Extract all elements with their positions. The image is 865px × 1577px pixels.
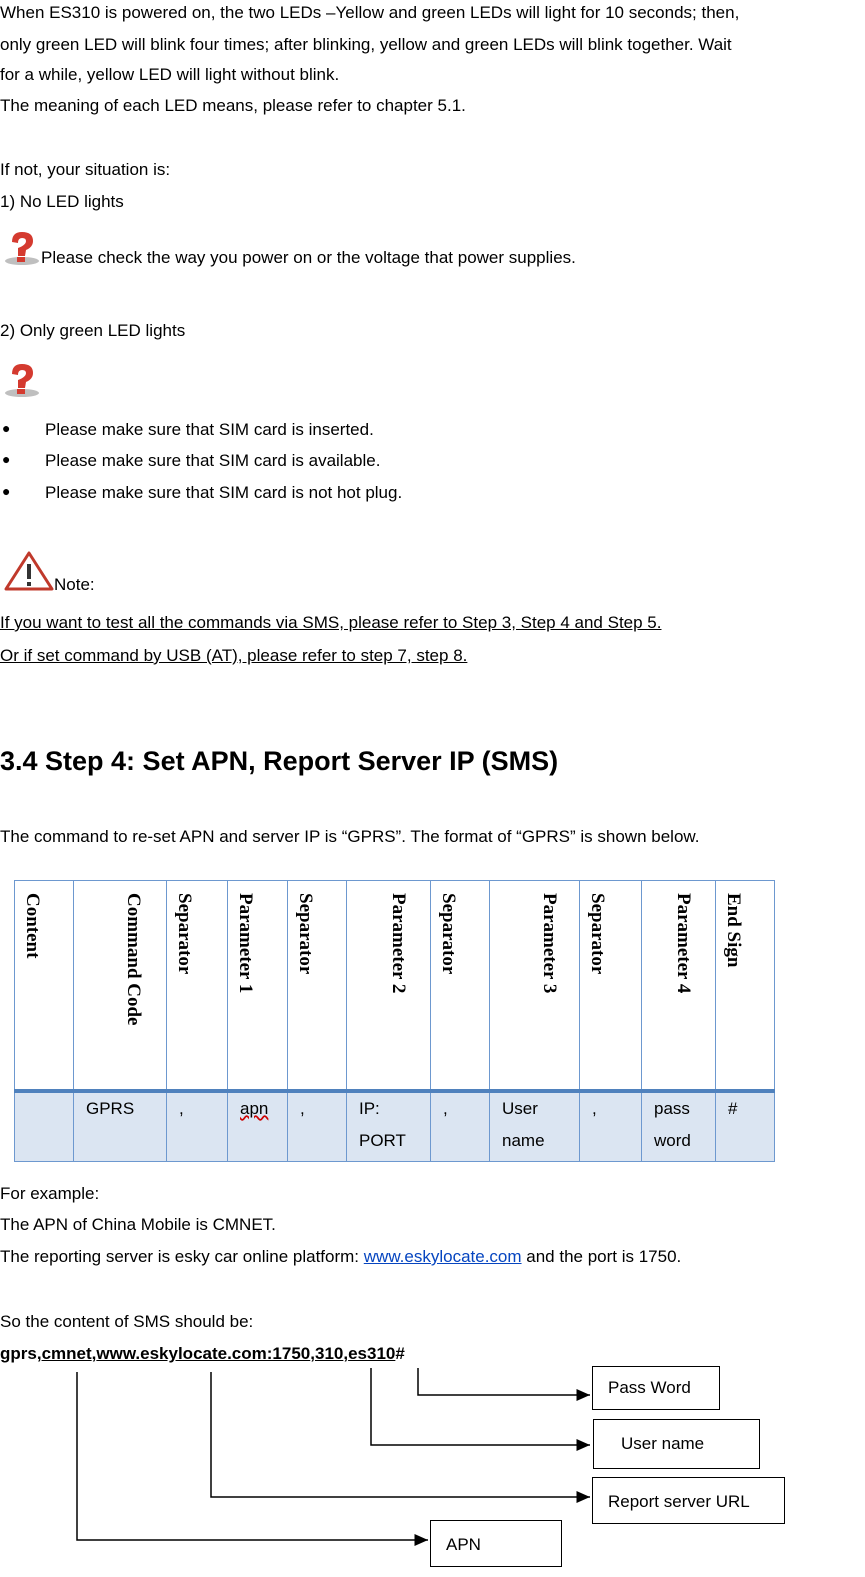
cmd-separator: , (91, 1344, 97, 1363)
eskylocate-link[interactable]: www.eskylocate.com (363, 1247, 522, 1266)
table-header-cell: Separator (287, 880, 347, 1092)
header-parameter-4: Parameter 4 (673, 893, 694, 994)
table-header-cell: Separator (430, 880, 490, 1092)
intro-line-4: The meaning of each LED means, please re… (0, 96, 466, 115)
table-cell: # (715, 1090, 775, 1162)
table-value-row: GPRS , apn , IP: PORT , User name , pass… (14, 1090, 775, 1162)
table-cell (14, 1090, 74, 1162)
question-mark-icon (5, 364, 39, 397)
callout-username-label: User name (621, 1434, 705, 1453)
bullet-icon: ● (2, 483, 11, 499)
header-parameter-3: Parameter 3 (539, 893, 560, 994)
case-2-label: 2) Only green LED lights (0, 321, 186, 340)
sms-command: gprs,cmnet,www.eskylocate.com:1750,310,e… (0, 1343, 405, 1365)
sms-content-label: So the content of SMS should be: (0, 1312, 254, 1331)
callout-server-label: Report server URL (608, 1492, 750, 1511)
header-separator: Separator (438, 893, 459, 975)
table-header-cell: Parameter 2 (346, 880, 431, 1092)
header-parameter-2: Parameter 2 (388, 893, 409, 994)
table-cell: pass word (641, 1090, 716, 1162)
table-cell: , (579, 1090, 642, 1162)
header-separator: Separator (174, 893, 195, 975)
header-command-code: Command Code (123, 893, 144, 1026)
table-cell: GPRS (73, 1090, 167, 1162)
bullet-item: Please make sure that SIM card is availa… (45, 451, 381, 470)
intro-line-3: for a while, yellow LED will light witho… (0, 65, 340, 84)
header-end-sign: End Sign (723, 893, 744, 968)
table-header-cell: Content (14, 880, 74, 1092)
bullet-icon: ● (2, 451, 11, 467)
table-cell: , (166, 1090, 228, 1162)
cmd-username: 310 (314, 1344, 344, 1363)
table-cell: apn (227, 1090, 288, 1162)
case-1-label: 1) No LED lights (0, 192, 124, 211)
table-header-cell: Command Code (73, 880, 167, 1092)
header-separator: Separator (587, 893, 608, 975)
example-server-line: The reporting server is esky car online … (0, 1246, 681, 1268)
callout-username: User name (593, 1419, 760, 1469)
bullet-item: Please make sure that SIM card is not ho… (45, 483, 403, 502)
table-header-row: Content Command Code Separator Parameter… (14, 880, 775, 1092)
warning-icon (4, 551, 54, 591)
cmd-server: www.eskylocate.com:1750 (96, 1344, 311, 1363)
note-label: Note: (54, 575, 95, 594)
gprs-format-table: Content Command Code Separator Parameter… (14, 880, 775, 1162)
table-header-cell: Separator (166, 880, 228, 1092)
callout-password: Pass Word (592, 1366, 720, 1410)
note-line-1: If you want to test all the commands via… (0, 613, 662, 632)
server-line-suffix: and the port is 1750. (521, 1247, 682, 1266)
table-cell: , (287, 1090, 347, 1162)
intro-line-2: only green LED will blink four times; af… (0, 35, 732, 54)
cmd-end: # (395, 1344, 405, 1363)
cmd-separator: , (343, 1344, 349, 1363)
header-parameter-1: Parameter 1 (235, 893, 256, 994)
note-line-2: Or if set command by USB (AT), please re… (0, 646, 468, 665)
bullet-item: Please make sure that SIM card is insert… (45, 420, 374, 439)
section-heading: 3.4 Step 4: Set APN, Report Server IP (S… (0, 746, 559, 776)
table-header-cell: End Sign (715, 880, 775, 1092)
table-cell: , (430, 1090, 490, 1162)
cmd-separator: , (310, 1344, 315, 1363)
example-apn-line: The APN of China Mobile is CMNET. (0, 1215, 276, 1234)
table-header-cell: Separator (579, 880, 642, 1092)
section-description: The command to re-set APN and server IP … (0, 827, 700, 846)
case-1-tip: Please check the way you power on or the… (41, 248, 576, 267)
table-cell: User name (489, 1090, 580, 1162)
if-not-line: If not, your situation is: (0, 160, 171, 179)
server-line-prefix: The reporting server is esky car online … (0, 1247, 364, 1266)
callout-apn: APN (430, 1520, 562, 1567)
bullet-icon: ● (2, 420, 11, 436)
table-header-cell: Parameter 1 (227, 880, 288, 1092)
cmd-apn: cmnet (41, 1344, 92, 1363)
table-header-cell: Parameter 4 (641, 880, 716, 1092)
header-content: Content (22, 893, 43, 959)
table-header-cell: Parameter 3 (489, 880, 580, 1092)
intro-line-1: When ES310 is powered on, the two LEDs –… (0, 3, 740, 22)
question-mark-icon (5, 232, 39, 265)
example-label: For example: (0, 1184, 100, 1203)
callout-apn-label: APN (446, 1535, 481, 1554)
table-cell: IP: PORT (346, 1090, 431, 1162)
callout-server: Report server URL (592, 1477, 785, 1524)
callout-password-label: Pass Word (608, 1378, 691, 1397)
cmd-password: es310 (348, 1344, 396, 1363)
cmd-prefix: gprs, (0, 1344, 42, 1363)
header-separator: Separator (295, 893, 316, 975)
